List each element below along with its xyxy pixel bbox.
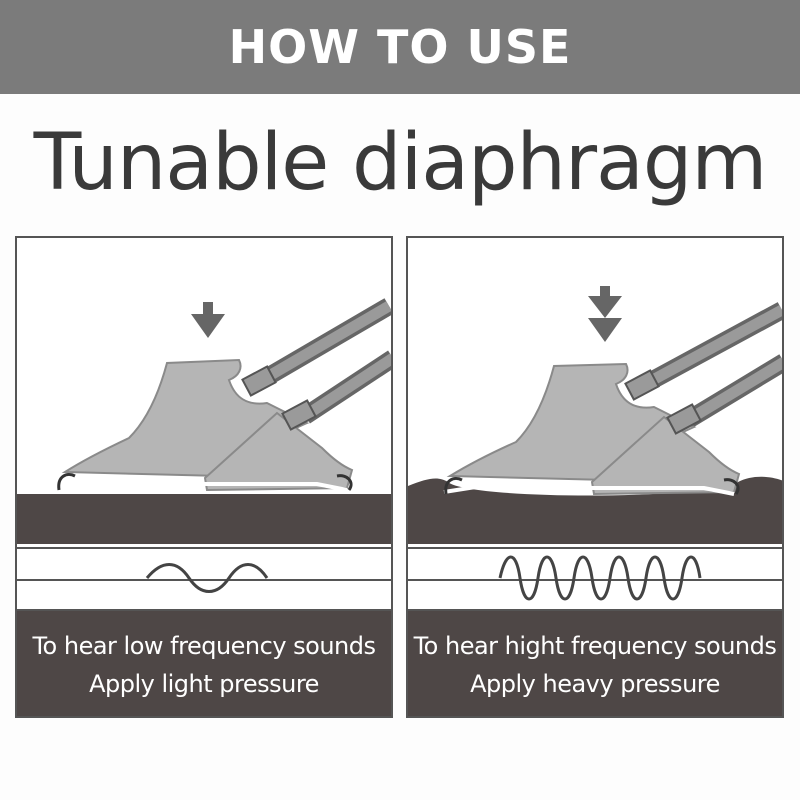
header-banner: HOW TO USE bbox=[0, 0, 800, 94]
low-frequency-wave bbox=[145, 563, 269, 593]
tubing bbox=[252, 298, 391, 424]
caption-line-2: Apply heavy pressure bbox=[470, 669, 720, 698]
heavy-pressure-arrow-icon bbox=[588, 286, 622, 342]
caption-line-2: Apply light pressure bbox=[89, 669, 319, 698]
heavy-pressure-illustration bbox=[408, 286, 782, 611]
chestpiece bbox=[56, 358, 354, 492]
high-frequency-wave bbox=[498, 555, 702, 601]
skin-surface bbox=[17, 494, 391, 544]
panel-heavy-pressure: To hear hight frequency sounds Apply hea… bbox=[406, 236, 784, 718]
caption-line-1: To hear hight frequency sounds bbox=[413, 631, 777, 660]
tubing bbox=[633, 302, 782, 428]
caption-heavy-pressure: To hear hight frequency sounds Apply hea… bbox=[408, 611, 782, 716]
panel-light-pressure: To hear low frequency sounds Apply light… bbox=[15, 236, 393, 718]
caption-line-1: To hear low frequency sounds bbox=[32, 631, 376, 660]
caption-light-pressure: To hear low frequency sounds Apply light… bbox=[17, 611, 391, 716]
chestpiece bbox=[443, 362, 741, 496]
banner-title: HOW TO USE bbox=[228, 20, 572, 74]
page-title: Tunable diaphragm bbox=[33, 118, 768, 208]
pressure-arrow-icon bbox=[191, 302, 225, 338]
light-pressure-illustration bbox=[17, 298, 391, 611]
